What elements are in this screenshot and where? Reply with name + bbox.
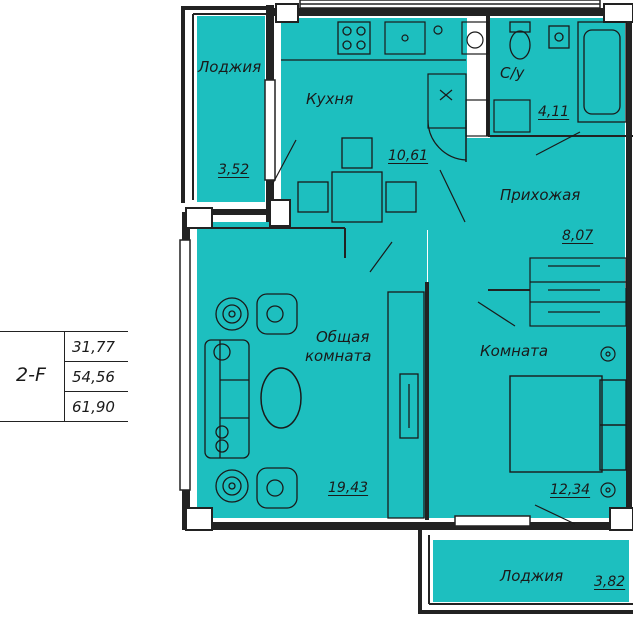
summary-value-2: 54,56 [72,368,115,386]
living-door [369,241,393,273]
bedroom-area-value: 12,34 [550,482,591,498]
bathroom-sink [548,25,570,49]
plant-icon-2 [215,469,249,503]
loggia-bottom-outline [418,530,633,614]
kitchen-counter [281,21,489,61]
armchair-icon [256,293,298,335]
nightstand-lamp-icon [600,346,616,498]
area-summary: 2-F 31,77 54,56 61,90 [0,331,128,422]
living-area-value: 19,43 [328,480,369,496]
summary-value-3: 61,90 [72,398,115,416]
washing-machine-icon [461,21,489,55]
toilet-icon [509,21,531,60]
loggia-left-area-value: 3,52 [218,162,250,178]
loggia-left-area [197,16,265,202]
hallway-area-2 [428,230,488,290]
summary-row-line-2 [64,391,128,392]
bathroom-area [490,18,625,138]
loggia-left-outline [181,6,266,203]
room-fills [197,16,629,602]
window-living [179,239,191,491]
unit-code: 2-F [16,364,46,386]
column-4 [609,507,633,531]
kitchen-area [281,18,467,230]
door-swing-icon [427,119,467,161]
columns [185,3,633,531]
bedroom-balcony-door [534,504,576,525]
kitchen-arc [271,139,297,186]
bedroom-label: Комната [480,342,549,360]
sofa-icon [204,339,250,459]
armchair-icon-2 [256,467,298,509]
kitchen-hall-diag [439,169,466,223]
column-5 [275,3,299,23]
bathroom-area-value: 4,11 [538,104,570,120]
dining-table-icon [297,137,417,223]
loggia-left-label: Лоджия [198,58,262,76]
stove-icon [337,21,371,55]
kitchen-area-value: 10,61 [388,148,429,164]
living-label-line1: Общая [316,328,370,346]
bed-icon [509,375,627,473]
column-1 [185,207,213,229]
kitchen-unit [427,73,489,137]
hallway-area-value: 8,07 [562,228,594,244]
kitchen-label: Кухня [306,90,354,108]
bath-cabinet [493,99,531,133]
hallway-area [467,138,625,288]
hallway-label: Прихожая [500,186,581,204]
wardrobe-icon [529,257,627,327]
living-label-line2: комната [305,347,372,365]
column-3 [185,507,213,531]
summary-divider [64,331,65,422]
summary-row-line-1 [64,361,128,362]
bathtub-icon [577,21,627,123]
loggia-bottom-label: Лоджия [500,567,564,585]
column-6 [603,3,633,23]
living-room-area [197,222,427,518]
bathroom-label: С/у [500,64,525,82]
summary-value-1: 31,77 [72,338,115,356]
windows [179,0,601,527]
column-2 [269,199,291,227]
coffee-table-icon [260,367,302,429]
hall-door [477,301,516,327]
bath-door [535,131,581,156]
window-bedroom [454,515,531,527]
tv-stand-icon [387,291,425,519]
loggia-bottom-area [433,540,629,602]
window-loggia [264,79,276,181]
loggia-bottom-area-value: 3,82 [594,574,626,590]
bedroom-area [428,288,626,518]
plant-icon [215,297,249,331]
